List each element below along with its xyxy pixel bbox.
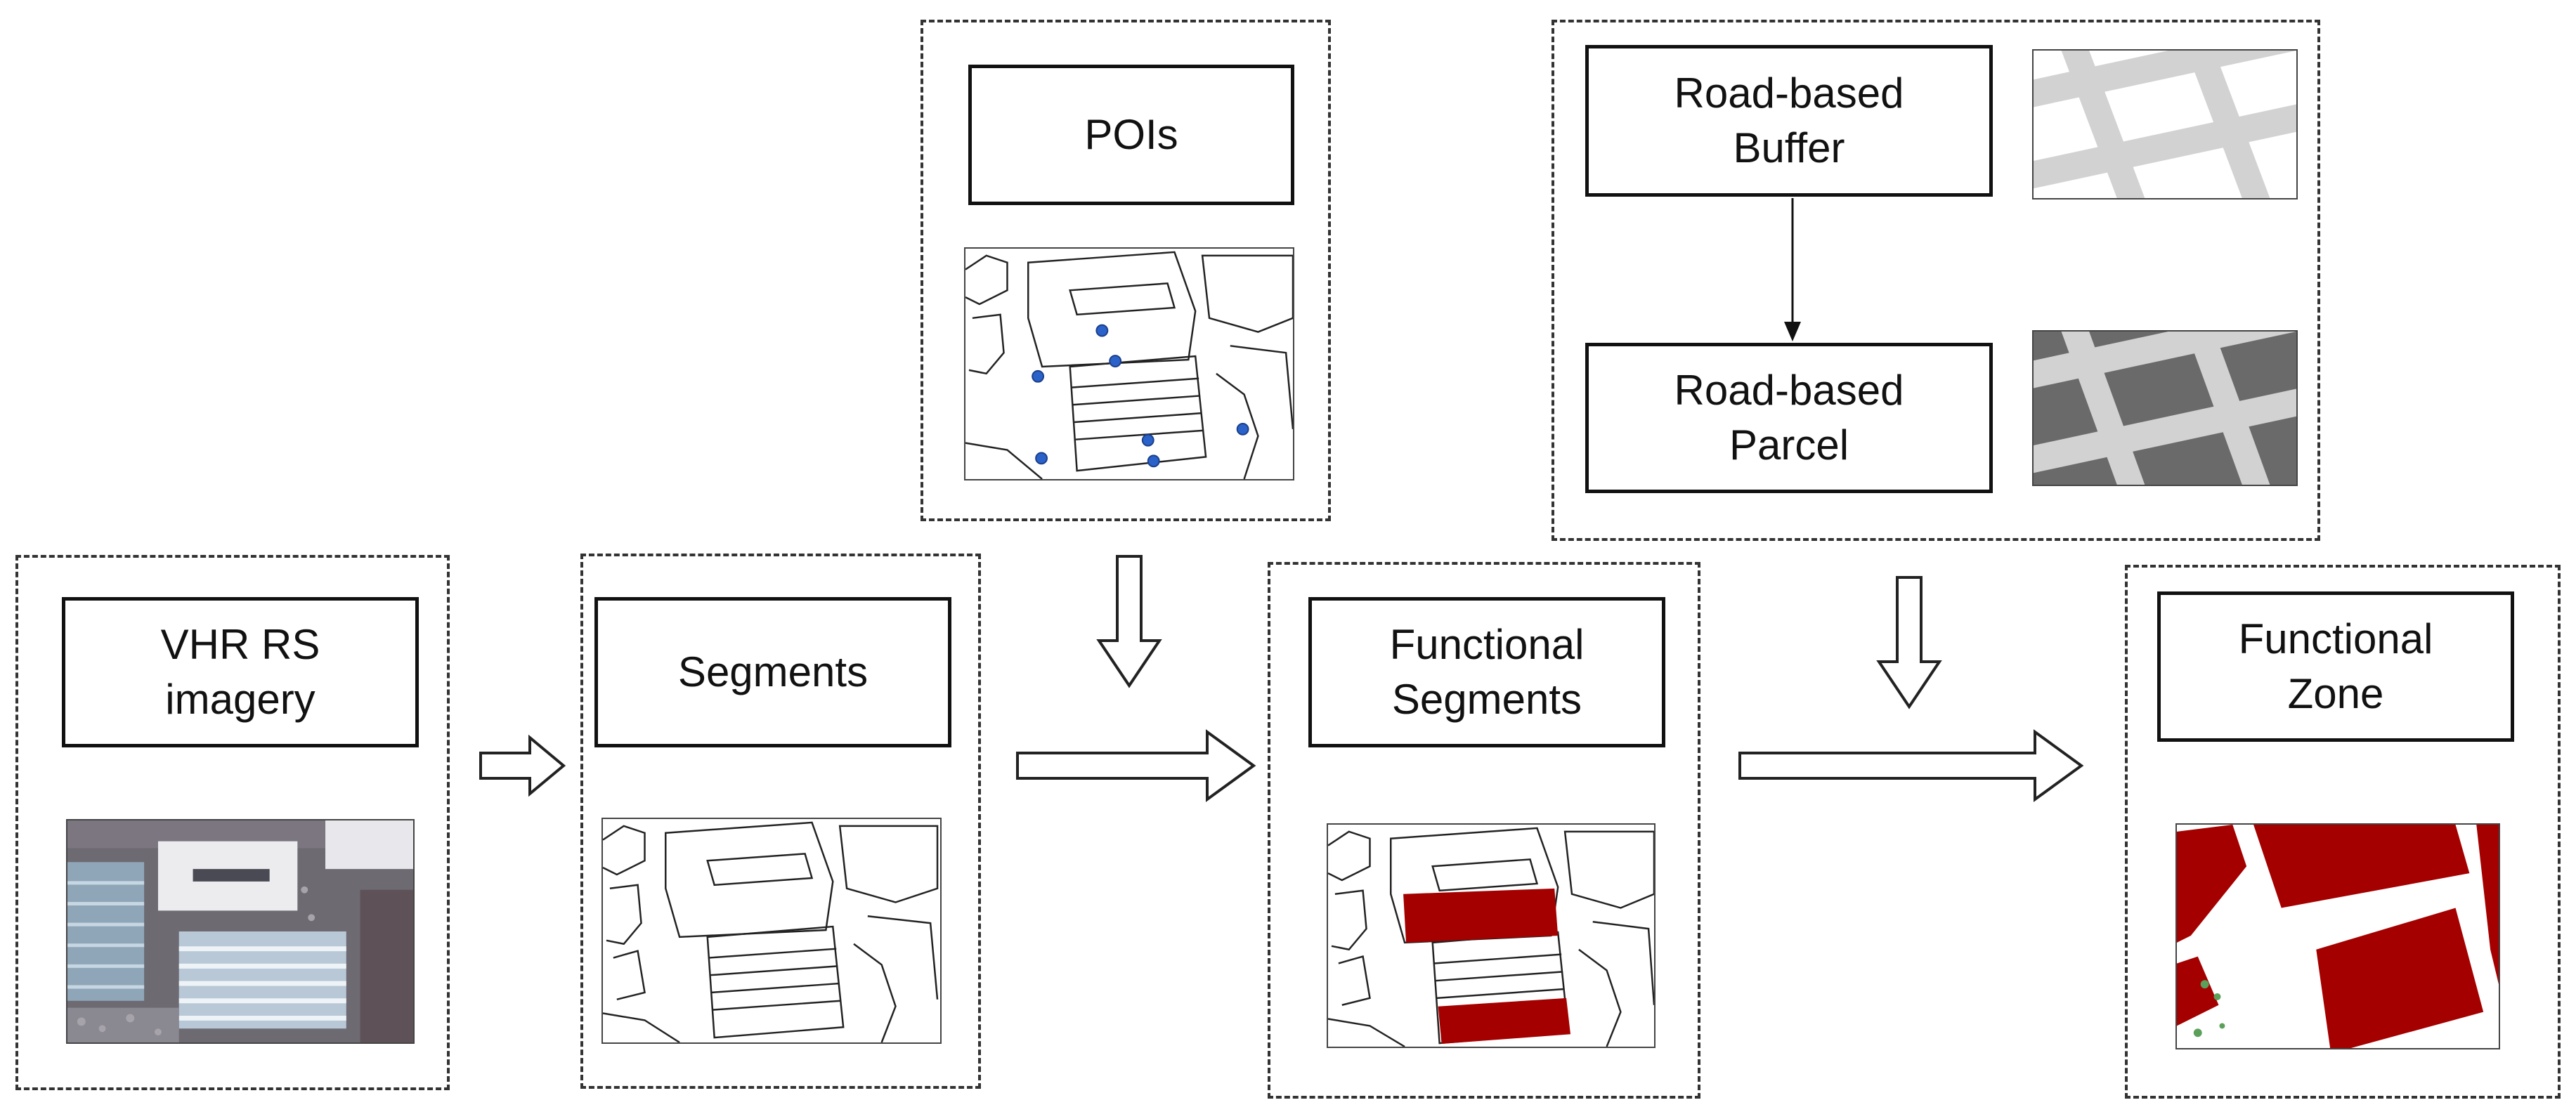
functional-segment-region (1438, 997, 1571, 1045)
pois-thumbnail (964, 247, 1294, 480)
road-buffer-thumbnail (2032, 49, 2298, 199)
poi-marker (1236, 422, 1249, 436)
segments-thumbnail (601, 818, 942, 1044)
label-functional-segments: Functional Segments (1308, 597, 1665, 747)
arrow-functional-segments-to-zone (1738, 729, 2084, 802)
poi-marker (1032, 369, 1045, 383)
arrow-road-based-down (1876, 576, 1942, 709)
label-road-based-buffer: Road-based Buffer (1585, 45, 1993, 197)
arrow-buffer-to-parcel (1782, 198, 1803, 343)
arrow-vhr-to-segments (479, 734, 566, 797)
poi-marker (1095, 324, 1109, 337)
poi-markers (1032, 324, 1249, 468)
poi-marker (1109, 355, 1122, 367)
arrow-segments-to-functional-segments (1016, 729, 1256, 802)
arrow-pois-down (1096, 555, 1162, 688)
label-segments: Segments (594, 597, 951, 747)
functional-segment-region (1403, 888, 1559, 943)
vhr-imagery-thumbnail (66, 819, 415, 1044)
label-vhr-rs-imagery: VHR RS imagery (62, 597, 419, 747)
label-road-based-parcel: Road-based Parcel (1585, 343, 1993, 493)
functional-zone-thumbnail (2175, 823, 2500, 1049)
poi-marker (1035, 452, 1048, 465)
poi-marker (1141, 433, 1154, 447)
road-parcel-thumbnail (2032, 330, 2298, 486)
poi-marker (1147, 454, 1160, 468)
functional-segments-thumbnail (1327, 823, 1655, 1048)
label-pois: POIs (968, 65, 1294, 205)
label-functional-zone: Functional Zone (2157, 591, 2514, 742)
